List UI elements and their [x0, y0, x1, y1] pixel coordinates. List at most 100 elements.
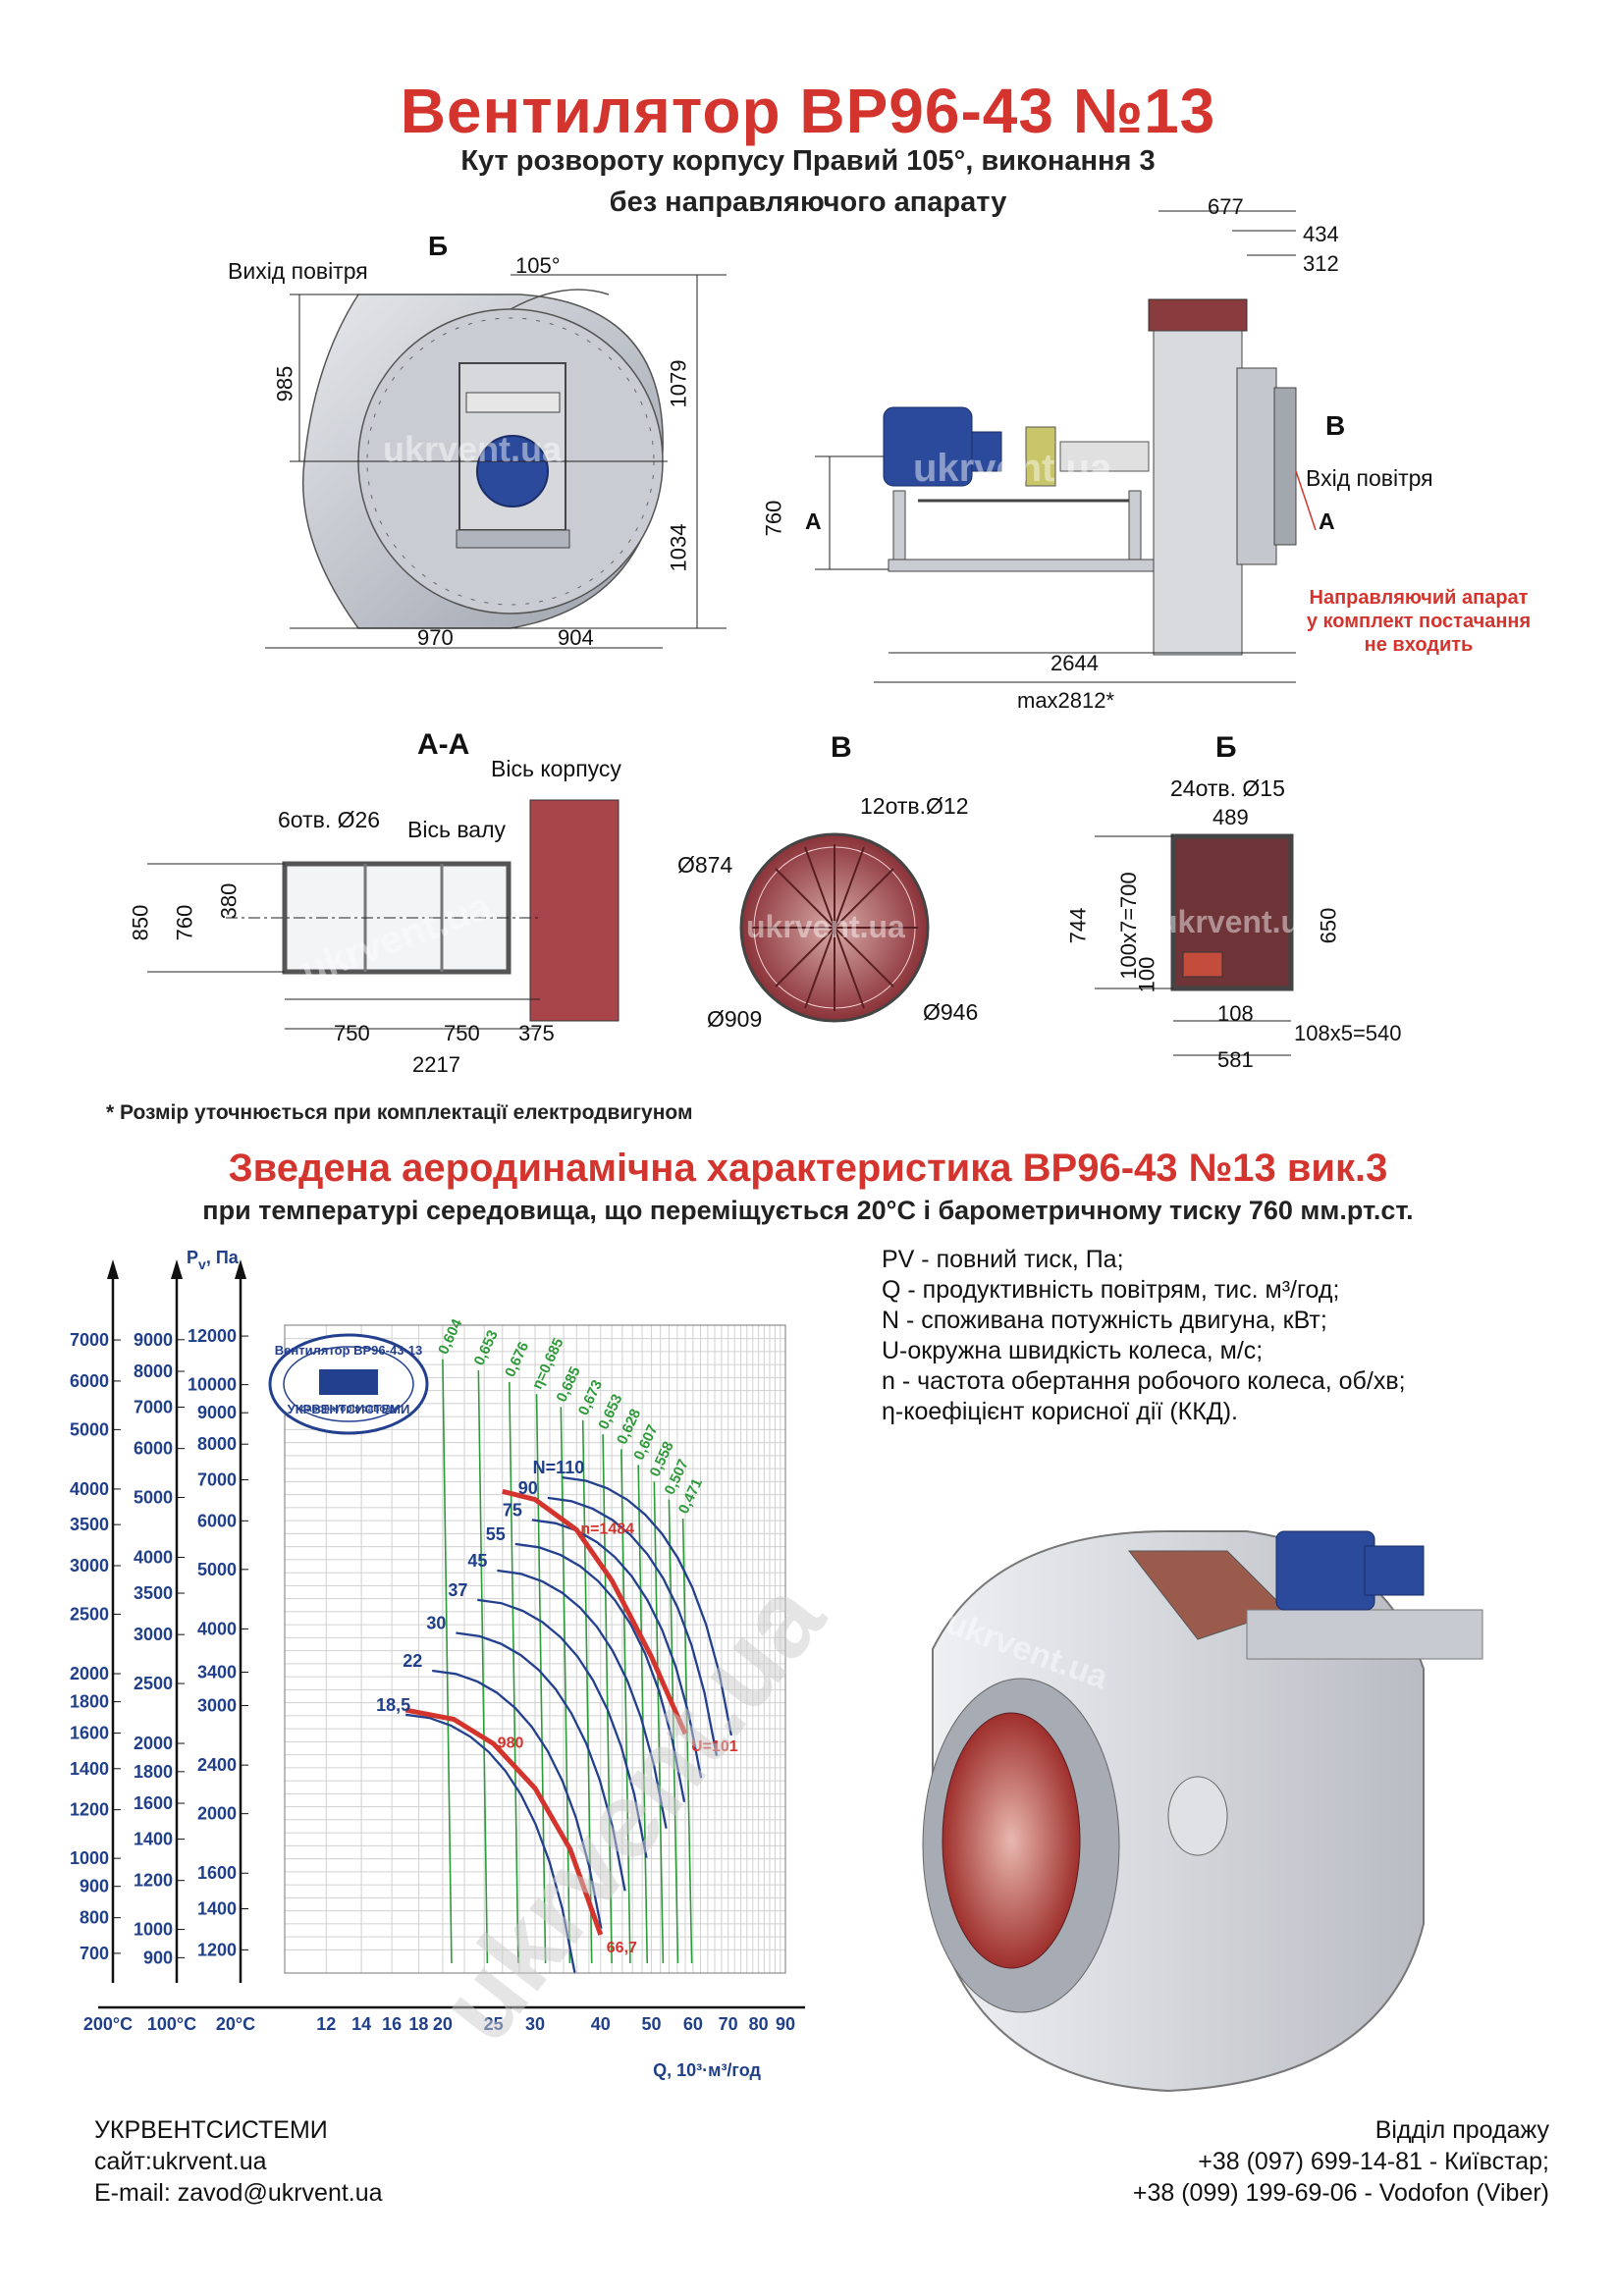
- y-tick-label: 1200: [134, 1871, 173, 1891]
- y-tick-label: 7000: [134, 1397, 173, 1416]
- outlet-label: Вихід повітря: [228, 258, 368, 284]
- y-tick-label: 9000: [197, 1403, 237, 1422]
- y-axis-label: Pv, Па: [187, 1248, 240, 1272]
- aero-subtitle: при температурі середовища, що переміщує…: [202, 1196, 1414, 1225]
- efficiency-line: [637, 1465, 649, 1964]
- power-curve: [456, 1631, 626, 1892]
- section-b-drawing: ukrvent.ua: [1095, 833, 1318, 1056]
- y-tick-label: 3000: [134, 1625, 173, 1644]
- dim-434: 434: [1303, 222, 1339, 246]
- side-view-drawing: ukrvent.ua: [815, 210, 1317, 683]
- dim-375: 375: [518, 1021, 555, 1045]
- section-v-marker: В: [1325, 410, 1346, 441]
- power-curve: [562, 1475, 733, 1736]
- stamp-text: Вентилятор ВР96-43-13: [275, 1343, 422, 1358]
- speed-curve: [404, 1707, 604, 1936]
- y-tick-label: 3400: [197, 1663, 237, 1682]
- plot-frame: [284, 1324, 786, 1974]
- dim-108: 108: [1217, 1001, 1254, 1026]
- speed-label: 980: [498, 1735, 524, 1751]
- speed-end-label: U=101: [691, 1738, 738, 1755]
- site-link[interactable]: сайт:ukrvent.ua: [94, 2148, 267, 2175]
- page-subtitle-2: без направляючого апарату: [609, 187, 1007, 218]
- efficiency-line: [477, 1370, 489, 1964]
- chart-watermark: ukrvent.ua: [415, 1559, 847, 2064]
- power-label: 18,5: [376, 1695, 410, 1715]
- x-tick-label: 80: [749, 2014, 769, 2034]
- shaft-axis-label: Вісь валу: [407, 817, 506, 842]
- stamp-text: УКРВЕНТСИСТЕМИ: [288, 1402, 410, 1416]
- dia-946: Ø946: [923, 999, 979, 1025]
- efficiency-line: [535, 1394, 547, 1964]
- y-tick-label: 1000: [134, 1920, 173, 1940]
- x-tick-label: 16: [382, 2014, 402, 2034]
- legend-n: N - споживана потужність двигуна, кВт;: [882, 1307, 1327, 1334]
- dim-650: 650: [1316, 907, 1341, 944]
- footer-right: Відділ продажу +38 (097) 699-14-81 - Киї…: [1031, 2114, 1549, 2209]
- legend-eta: η-коефіцієнт корисної дії (ККД).: [882, 1398, 1238, 1425]
- y-tick-label: 1600: [134, 1793, 173, 1813]
- y-axis-arrow: [235, 1259, 246, 1279]
- y-tick-label: 4000: [197, 1619, 237, 1638]
- front-view-drawing: ukrvent.ua: [265, 274, 727, 649]
- dim-2217: 2217: [412, 1052, 460, 1077]
- guide-vane-note: Направляючий апарат у комплект постачанн…: [1271, 586, 1566, 657]
- x-tick-label: 20: [433, 2014, 453, 2034]
- power-label: 45: [467, 1551, 487, 1571]
- efficiency-label: 0,685: [554, 1364, 584, 1405]
- x-tick-label: 12: [316, 2014, 336, 2034]
- fan-3d-render: ukrvent.ua: [922, 1530, 1483, 2093]
- section-b-marker: Б: [428, 231, 449, 261]
- sales-dept: Відділ продажу: [1374, 2116, 1549, 2144]
- phone-kyivstar[interactable]: +38 (097) 699-14-81 - Київстар;: [1198, 2148, 1549, 2175]
- note-line-2: у комплект постачання: [1306, 611, 1532, 632]
- power-curve: [514, 1542, 686, 1802]
- x-axis-label: Q, 10³·м³/год: [653, 2060, 761, 2080]
- x-tick-label: 90: [776, 2014, 795, 2034]
- x-tick-label: 40: [591, 2014, 611, 2034]
- y-tick-label: 1200: [70, 1800, 109, 1820]
- y-tick-label: 2400: [197, 1755, 237, 1775]
- y-tick-label: 1400: [134, 1830, 173, 1849]
- y-tick-label: 5000: [197, 1560, 237, 1579]
- chart-labels: 7008009001000120014001600180020002500300…: [70, 1248, 795, 2080]
- y-tick-label: 5000: [70, 1419, 109, 1439]
- email-link[interactable]: E-mail: zavod@ukrvent.ua: [94, 2179, 383, 2207]
- efficiency-line: [442, 1359, 453, 1964]
- x-tick-label: 14: [351, 2014, 371, 2034]
- dim-750-1: 750: [334, 1021, 370, 1045]
- speed-curves: [404, 1488, 688, 1936]
- y-tick-label: 2000: [197, 1804, 237, 1824]
- efficiency-line: [602, 1434, 613, 1964]
- power-label: 37: [448, 1580, 467, 1600]
- aero-chart: 7008009001000120014001600180020002500300…: [70, 1248, 847, 2080]
- stamp-fan-icon: [319, 1369, 378, 1395]
- y-tick-label: 3500: [70, 1515, 109, 1534]
- power-curve: [477, 1598, 648, 1858]
- dim-2644: 2644: [1050, 651, 1099, 675]
- y-tick-label: 10000: [188, 1375, 237, 1395]
- dim-1034: 1034: [666, 523, 691, 572]
- y-tick-label: 3000: [70, 1556, 109, 1575]
- power-label: 55: [486, 1524, 506, 1544]
- speed-label: n=1484: [580, 1522, 634, 1538]
- note-line-1: Направляючий апарат: [1309, 587, 1529, 609]
- y-tick-label: 1400: [70, 1759, 109, 1779]
- y-tick-label: 1800: [134, 1762, 173, 1782]
- dim-312: 312: [1303, 251, 1339, 276]
- power-curve: [497, 1569, 668, 1829]
- angle-label: 105°: [515, 253, 561, 278]
- speed-curve: [502, 1488, 688, 1735]
- chart-grid: [284, 1324, 786, 1974]
- y-tick-label: 12000: [188, 1326, 237, 1346]
- footnote: * Розмір уточнюється при комплектації ел…: [106, 1101, 693, 1124]
- y-tick-label: 1200: [197, 1940, 237, 1959]
- legend-u: U-окружна швидкість колеса, м/с;: [882, 1337, 1264, 1364]
- y-tick-label: 7000: [197, 1469, 237, 1489]
- efficiency-line: [620, 1449, 631, 1964]
- section-b-title: Б: [1215, 731, 1237, 764]
- power-label: 75: [503, 1500, 522, 1520]
- phone-vodafone[interactable]: +38 (099) 199-69-06 - Vodofon (Viber): [1132, 2179, 1549, 2207]
- page-title: Вентилятор ВР96-43 №13: [400, 76, 1216, 146]
